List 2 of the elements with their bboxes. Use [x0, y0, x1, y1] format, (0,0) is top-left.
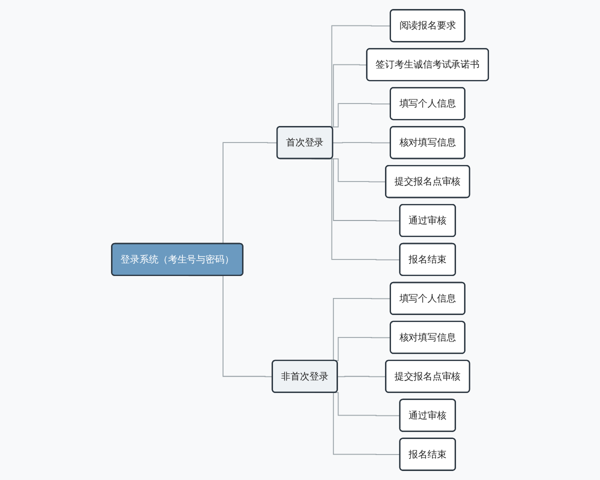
connector [332, 142, 392, 144]
connector [337, 376, 386, 378]
